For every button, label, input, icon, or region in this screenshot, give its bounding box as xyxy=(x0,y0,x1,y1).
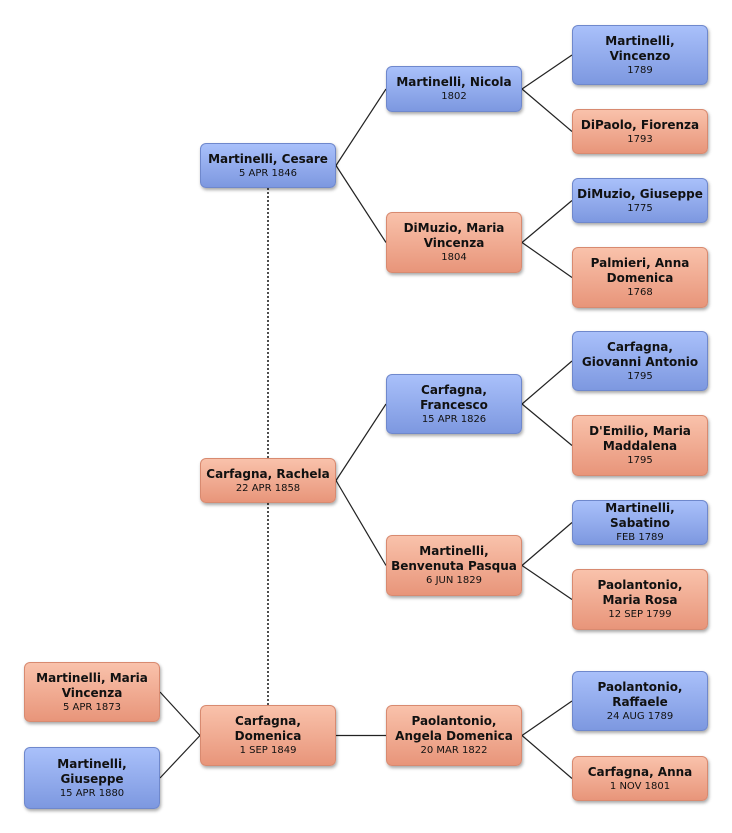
parent-link xyxy=(521,565,573,600)
parent-link xyxy=(159,735,201,779)
person-date: 1802 xyxy=(441,91,467,102)
person-date: 1 SEP 1849 xyxy=(239,745,297,756)
person-name: Carfagna, Giovanni Antonio xyxy=(581,339,699,369)
person-domenica-carfagna[interactable]: Carfagna, Domenica 1 SEP 1849 xyxy=(200,705,336,766)
parent-link xyxy=(335,480,387,566)
person-name: Martinelli, Sabatino xyxy=(605,501,675,530)
parent-link xyxy=(521,522,573,566)
person-date: 1793 xyxy=(627,133,653,145)
person-maria-rosa-paolantonio[interactable]: Paolantonio, Maria Rosa 12 SEP 1799 xyxy=(572,569,708,630)
person-date: 1768 xyxy=(627,287,653,298)
person-name: Carfagna, Anna xyxy=(587,764,693,779)
parent-link xyxy=(335,403,387,481)
person-date: FEB 1789 xyxy=(616,532,664,543)
person-date: 1795 xyxy=(627,370,653,382)
person-date: 15 APR 1826 xyxy=(421,413,487,425)
person-giuseppe-martinelli[interactable]: Martinelli, Giuseppe 15 APR 1880 xyxy=(24,747,160,809)
parent-link xyxy=(521,735,573,779)
person-date: 5 APR 1873 xyxy=(63,701,121,713)
person-name: Martinelli, Maria Vincenza xyxy=(36,670,148,700)
person-date: 5 APR 1846 xyxy=(239,167,297,179)
person-date: 1795 xyxy=(627,455,653,466)
parent-link xyxy=(159,691,201,736)
person-date: 1 NOV 1801 xyxy=(609,780,671,792)
person-angela-domenica-paolantonio[interactable]: Paolantonio, Angela Domenica 20 MAR 1822 xyxy=(386,705,522,766)
parent-link xyxy=(521,403,573,446)
person-name: Paolantonio, Raffaele xyxy=(597,679,683,709)
person-name: Martinelli, Nicola xyxy=(396,75,512,89)
person-date: 1775 xyxy=(627,202,653,214)
person-cesare-martinelli[interactable]: Martinelli, Cesare 5 APR 1846 xyxy=(200,143,336,188)
person-date: 1789 xyxy=(627,64,653,76)
person-name: Martinelli, Vincenzo xyxy=(605,33,675,63)
parent-link xyxy=(335,88,387,166)
person-date: 22 APR 1858 xyxy=(235,482,301,494)
person-name: Carfagna, Rachela xyxy=(206,466,330,481)
person-maria-maddalena-demilio[interactable]: D'Emilio, Maria Maddalena 1795 xyxy=(572,415,708,476)
person-maria-vincenza-martinelli[interactable]: Martinelli, Maria Vincenza 5 APR 1873 xyxy=(24,662,160,722)
person-name: DiPaolo, Fiorenza xyxy=(580,117,700,132)
person-name: D'Emilio, Maria Maddalena xyxy=(589,424,691,453)
person-name: Paolantonio, Maria Rosa xyxy=(597,578,683,607)
person-date: 1804 xyxy=(441,252,467,263)
person-maria-vincenza-dimuzio[interactable]: DiMuzio, Maria Vincenza 1804 xyxy=(386,212,522,273)
person-anna-carfagna[interactable]: Carfagna, Anna 1 NOV 1801 xyxy=(572,756,708,801)
parent-link xyxy=(521,88,573,132)
person-raffaele-paolantonio[interactable]: Paolantonio, Raffaele 24 AUG 1789 xyxy=(572,671,708,731)
person-date: 24 AUG 1789 xyxy=(606,710,674,722)
person-name: Carfagna, Domenica xyxy=(234,714,302,743)
person-fiorenza-dipaolo[interactable]: DiPaolo, Fiorenza 1793 xyxy=(572,109,708,154)
parent-link xyxy=(521,54,573,90)
person-name: Martinelli, Cesare xyxy=(208,151,328,166)
person-date: 20 MAR 1822 xyxy=(420,745,488,756)
parent-link xyxy=(521,242,573,278)
person-name: Paolantonio, Angela Domenica xyxy=(395,714,513,743)
person-sabatino-martinelli[interactable]: Martinelli, Sabatino FEB 1789 xyxy=(572,500,708,545)
parent-link xyxy=(521,700,573,736)
person-date: 15 APR 1880 xyxy=(59,787,125,799)
person-nicola-martinelli[interactable]: Martinelli, Nicola 1802 xyxy=(386,66,522,112)
parent-link xyxy=(521,360,573,405)
person-name: Palmieri, Anna Domenica xyxy=(590,256,690,285)
person-rachela-carfagna[interactable]: Carfagna, Rachela 22 APR 1858 xyxy=(200,458,336,503)
person-name: DiMuzio, Giuseppe xyxy=(577,186,703,201)
person-giovanni-antonio-carfagna[interactable]: Carfagna, Giovanni Antonio 1795 xyxy=(572,331,708,391)
person-date: 6 JUN 1829 xyxy=(426,575,482,586)
person-anna-domenica-palmieri[interactable]: Palmieri, Anna Domenica 1768 xyxy=(572,247,708,308)
person-name: Martinelli, Benvenuta Pasqua xyxy=(391,544,517,573)
parent-link xyxy=(521,200,573,243)
person-name: DiMuzio, Maria Vincenza xyxy=(403,221,505,250)
person-name: Carfagna, Francesco xyxy=(420,382,488,412)
person-francesco-carfagna[interactable]: Carfagna, Francesco 15 APR 1826 xyxy=(386,374,522,434)
person-giuseppe-dimuzio[interactable]: DiMuzio, Giuseppe 1775 xyxy=(572,178,708,223)
parent-link xyxy=(335,165,387,243)
person-benvenuta-pasqua-martinelli[interactable]: Martinelli, Benvenuta Pasqua 6 JUN 1829 xyxy=(386,535,522,596)
person-date: 12 SEP 1799 xyxy=(608,609,672,620)
person-vincenzo-martinelli[interactable]: Martinelli, Vincenzo 1789 xyxy=(572,25,708,85)
person-name: Martinelli, Giuseppe xyxy=(57,756,127,786)
